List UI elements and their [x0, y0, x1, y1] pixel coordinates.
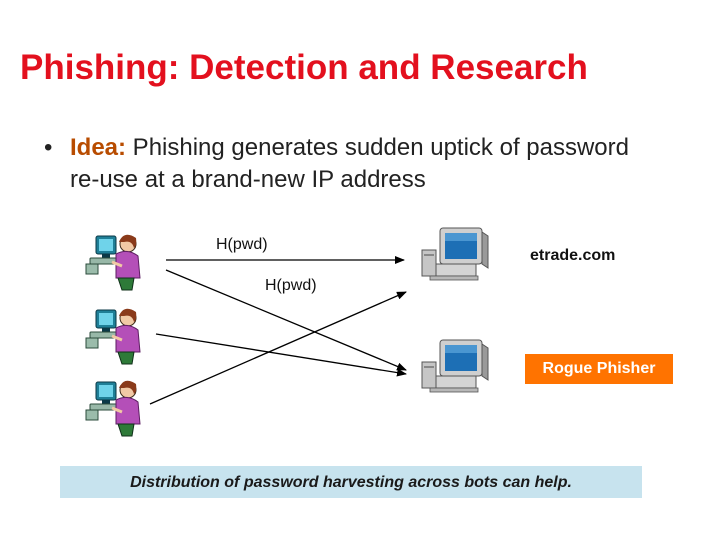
- hash-label-cross: H(pwd): [265, 277, 317, 294]
- caption-box: Distribution of password harvesting acro…: [60, 466, 642, 498]
- bullet-marker: •: [44, 134, 53, 161]
- desktop-computer-icon: [421, 339, 489, 393]
- arrow-user2-to-phisher: [155, 333, 407, 377]
- bullet-text: Phishing generates sudden uptick of pass…: [70, 134, 629, 193]
- bullet-text-block: Idea: Phishing generates sudden uptick o…: [70, 132, 664, 196]
- user-at-computer-icon: [84, 379, 142, 438]
- slide-title: Phishing: Detection and Research: [20, 48, 588, 87]
- bullet-keyword: Idea:: [70, 134, 127, 161]
- desktop-computer-icon: [421, 227, 489, 281]
- idea-bullet: • Idea: Phishing generates sudden uptick…: [44, 132, 664, 196]
- arrow-user3-to-etrade: [149, 291, 407, 405]
- rogue-phisher-label: Rogue Phisher: [525, 354, 673, 384]
- hash-label-top: H(pwd): [216, 236, 268, 253]
- user-at-computer-icon: [84, 307, 142, 366]
- etrade-label: etrade.com: [530, 247, 616, 264]
- user-at-computer-icon: [84, 233, 142, 292]
- arrow-user1-to-phisher: [165, 269, 407, 371]
